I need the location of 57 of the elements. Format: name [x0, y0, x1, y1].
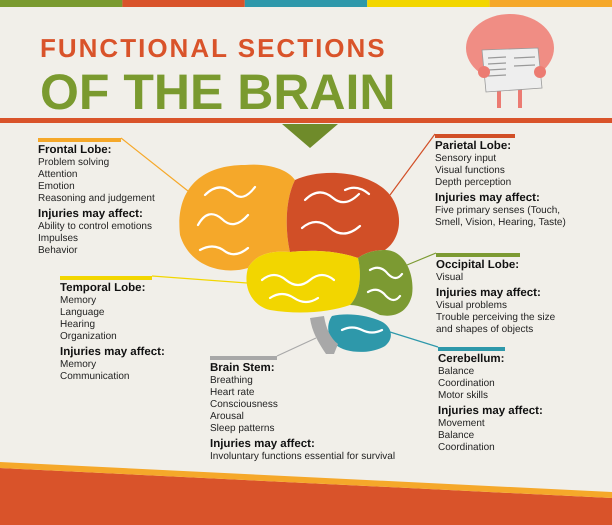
- leader-line: [276, 337, 316, 357]
- list-item: Impulses: [38, 233, 80, 245]
- list-item: Hearing: [60, 319, 96, 331]
- list-item: Sensory input: [435, 153, 498, 165]
- list-item: Consciousness: [210, 399, 279, 411]
- list-item: Movement: [438, 418, 486, 430]
- list-item: Visual functions: [435, 165, 506, 177]
- section-heading: Occipital Lobe:: [436, 259, 520, 272]
- list-item: Balance: [438, 366, 476, 378]
- list-item: Language: [60, 307, 106, 319]
- leader-line: [152, 275, 248, 284]
- list-item: Visual problems: [436, 300, 508, 312]
- subheading: Injuries may affect:: [436, 287, 542, 300]
- section-heading: Parietal Lobe:: [435, 140, 512, 153]
- list-item: Communication: [60, 371, 130, 383]
- list-item: Coordination: [438, 442, 496, 454]
- list-item: Arousal: [210, 411, 245, 423]
- list-item: Sleep patterns: [210, 423, 276, 435]
- list-item: Balance: [438, 430, 476, 442]
- subheading: Injuries may affect:: [438, 405, 544, 418]
- frontal-lobe-drawing: [179, 164, 295, 270]
- leader-line: [390, 331, 438, 348]
- list-item: Motor skills: [438, 390, 490, 402]
- list-item: Involuntary functions essential for survival: [210, 451, 396, 463]
- list-item: Behavior: [38, 245, 78, 257]
- leader-line: [390, 134, 436, 196]
- cerebellum-drawing: [328, 314, 391, 352]
- brain-stem-drawing: [310, 316, 338, 354]
- list-item: Organization: [60, 331, 118, 343]
- subheading: Injuries may affect:: [210, 438, 316, 451]
- list-item: Attention: [38, 169, 78, 181]
- parietal-lobe-drawing: [286, 172, 400, 258]
- list-item: Visual: [436, 272, 464, 284]
- list-item: Depth perception: [435, 177, 512, 189]
- list-item: Heart rate: [210, 387, 256, 399]
- occipital-lobe-drawing: [350, 250, 412, 316]
- section-heading: Cerebellum:: [438, 353, 506, 366]
- list-item: Breathing: [210, 375, 254, 387]
- list-item: Five primary senses (Touch, Smell, Vision, Hearing, Taste): [435, 205, 567, 229]
- leader-line: [120, 138, 188, 192]
- section-heading: Temporal Lobe:: [60, 282, 146, 295]
- leader-line: [406, 252, 436, 266]
- subheading: Injuries may affect:: [60, 346, 166, 359]
- list-item: Problem solving: [38, 157, 110, 169]
- list-item: Trouble perceiving the size and shapes of objects: [436, 312, 556, 336]
- title: FUNCTIONAL SECTIONS OF THE BRAIN: [40, 32, 397, 118]
- list-item: Reasoning and judgement: [38, 193, 156, 205]
- temporal-lobe-drawing: [246, 250, 360, 312]
- subheading: Injuries may affect:: [435, 192, 541, 205]
- section-heading: Brain Stem:: [210, 362, 276, 375]
- subheading: Injuries may affect:: [38, 208, 144, 221]
- list-item: Memory: [60, 295, 98, 307]
- list-item: Ability to control emotions: [38, 221, 153, 233]
- list-item: Emotion: [38, 181, 76, 193]
- list-item: Coordination: [438, 378, 496, 390]
- list-item: Memory: [60, 359, 98, 371]
- section-heading: Frontal Lobe:: [38, 144, 112, 157]
